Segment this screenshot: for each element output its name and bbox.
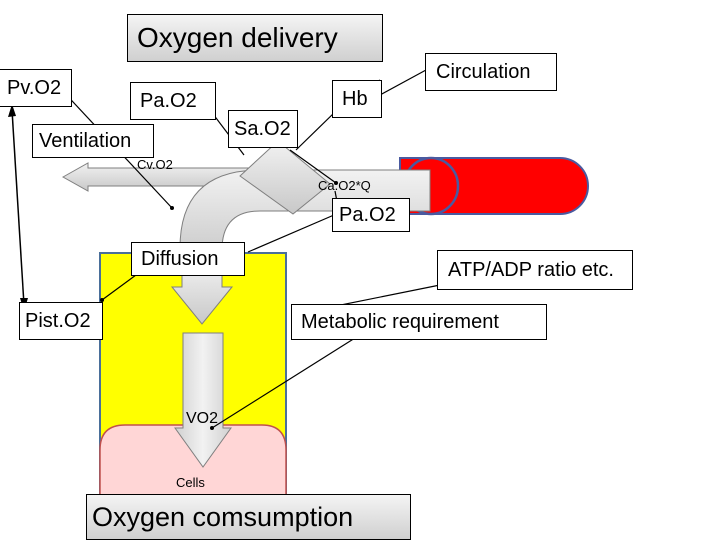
label-pisto2: Pist.O2 bbox=[19, 302, 103, 340]
label-atp-adp: ATP/ADP ratio etc. bbox=[437, 250, 633, 290]
label-ventilation: Ventilation bbox=[32, 124, 154, 158]
label-vo2: VO2 bbox=[186, 410, 219, 427]
label-cvo2: Cv.O2 bbox=[137, 157, 173, 172]
vo2-arrow bbox=[174, 332, 232, 468]
label-sao2: Sa.O2 bbox=[228, 110, 298, 148]
label-circulation: Circulation bbox=[425, 53, 557, 91]
label-pao2-top: Pa.O2 bbox=[130, 82, 216, 120]
label-cells: Cells bbox=[176, 475, 205, 490]
label-hb: Hb bbox=[332, 80, 382, 118]
label-diffusion: Diffusion bbox=[131, 242, 245, 276]
label-pvo2: Pv.O2 bbox=[0, 69, 72, 107]
title-oxygen-consumption: Oxygen comsumption bbox=[86, 494, 411, 540]
junction-diamond bbox=[239, 140, 331, 215]
label-metabolic-requirement: Metabolic requirement bbox=[291, 304, 547, 340]
title-oxygen-delivery: Oxygen delivery bbox=[127, 14, 383, 62]
pvo2-pisto2-link bbox=[8, 104, 28, 311]
label-cao2q: Ca.O2*Q bbox=[318, 178, 371, 193]
label-pao2-mid: Pa.O2 bbox=[332, 198, 410, 232]
